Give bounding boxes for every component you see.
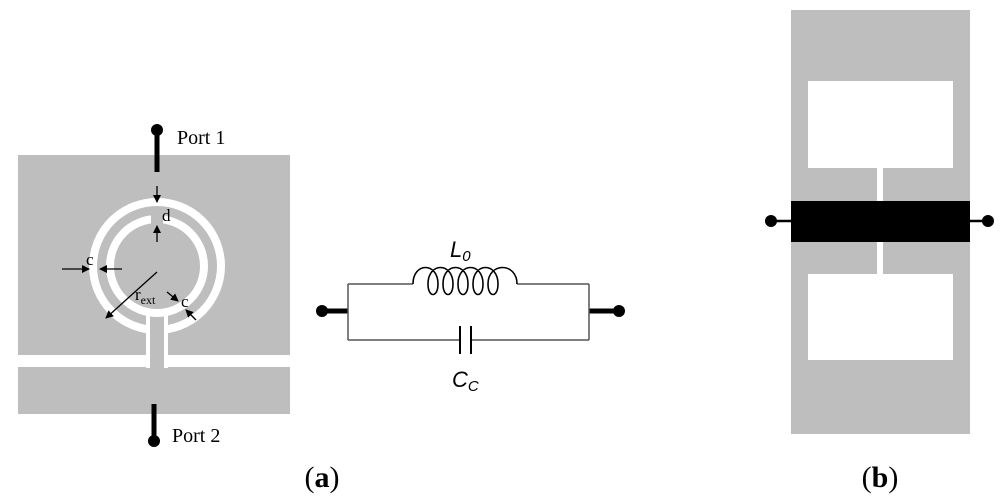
caption-a: (a) — [305, 461, 340, 494]
srr-layout: Port 1 Port 2 d c rext c — [18, 124, 290, 447]
dim-c-left-label: c — [86, 250, 94, 269]
panel-b-right-terminal — [982, 215, 994, 227]
dim-rext-arrow — [105, 271, 158, 319]
upper-window — [808, 81, 953, 168]
lower-window — [808, 274, 953, 360]
dim-d-label: d — [162, 206, 171, 225]
feed-slot-right — [164, 314, 168, 368]
dim-rext-sub: ext — [141, 293, 156, 307]
inductor-label: L0 — [450, 237, 471, 265]
equivalent-circuit: L0 CC — [316, 237, 625, 395]
capacitor-label-sub: C — [468, 378, 479, 395]
dim-c-right-arrow-2 — [185, 309, 197, 321]
dim-c-right-label: c — [181, 292, 189, 311]
outer-ring-opening — [150, 318, 164, 338]
capacitor-label-main: C — [452, 367, 468, 392]
dim-rext-main: r — [135, 285, 141, 304]
port1-terminal — [151, 124, 163, 136]
inductor-label-sub: 0 — [462, 248, 471, 265]
panel-b-left-terminal — [765, 215, 777, 227]
inductor-coil — [412, 266, 518, 296]
inner-ring-split — [151, 212, 163, 226]
port2-label: Port 2 — [172, 425, 220, 447]
caption-b: (b) — [862, 461, 899, 494]
microstrip-line — [791, 201, 970, 242]
dim-c-right-arrow — [166, 291, 179, 302]
panel-b-layout — [765, 10, 994, 434]
port2-terminal — [148, 435, 160, 447]
feed-slot — [146, 314, 150, 368]
capacitor-label: CC — [452, 367, 479, 395]
port1-label: Port 1 — [177, 127, 225, 149]
inductor-label-main: L — [450, 237, 462, 262]
dim-rext-label: rext — [135, 285, 156, 307]
feed-stub — [150, 352, 164, 368]
